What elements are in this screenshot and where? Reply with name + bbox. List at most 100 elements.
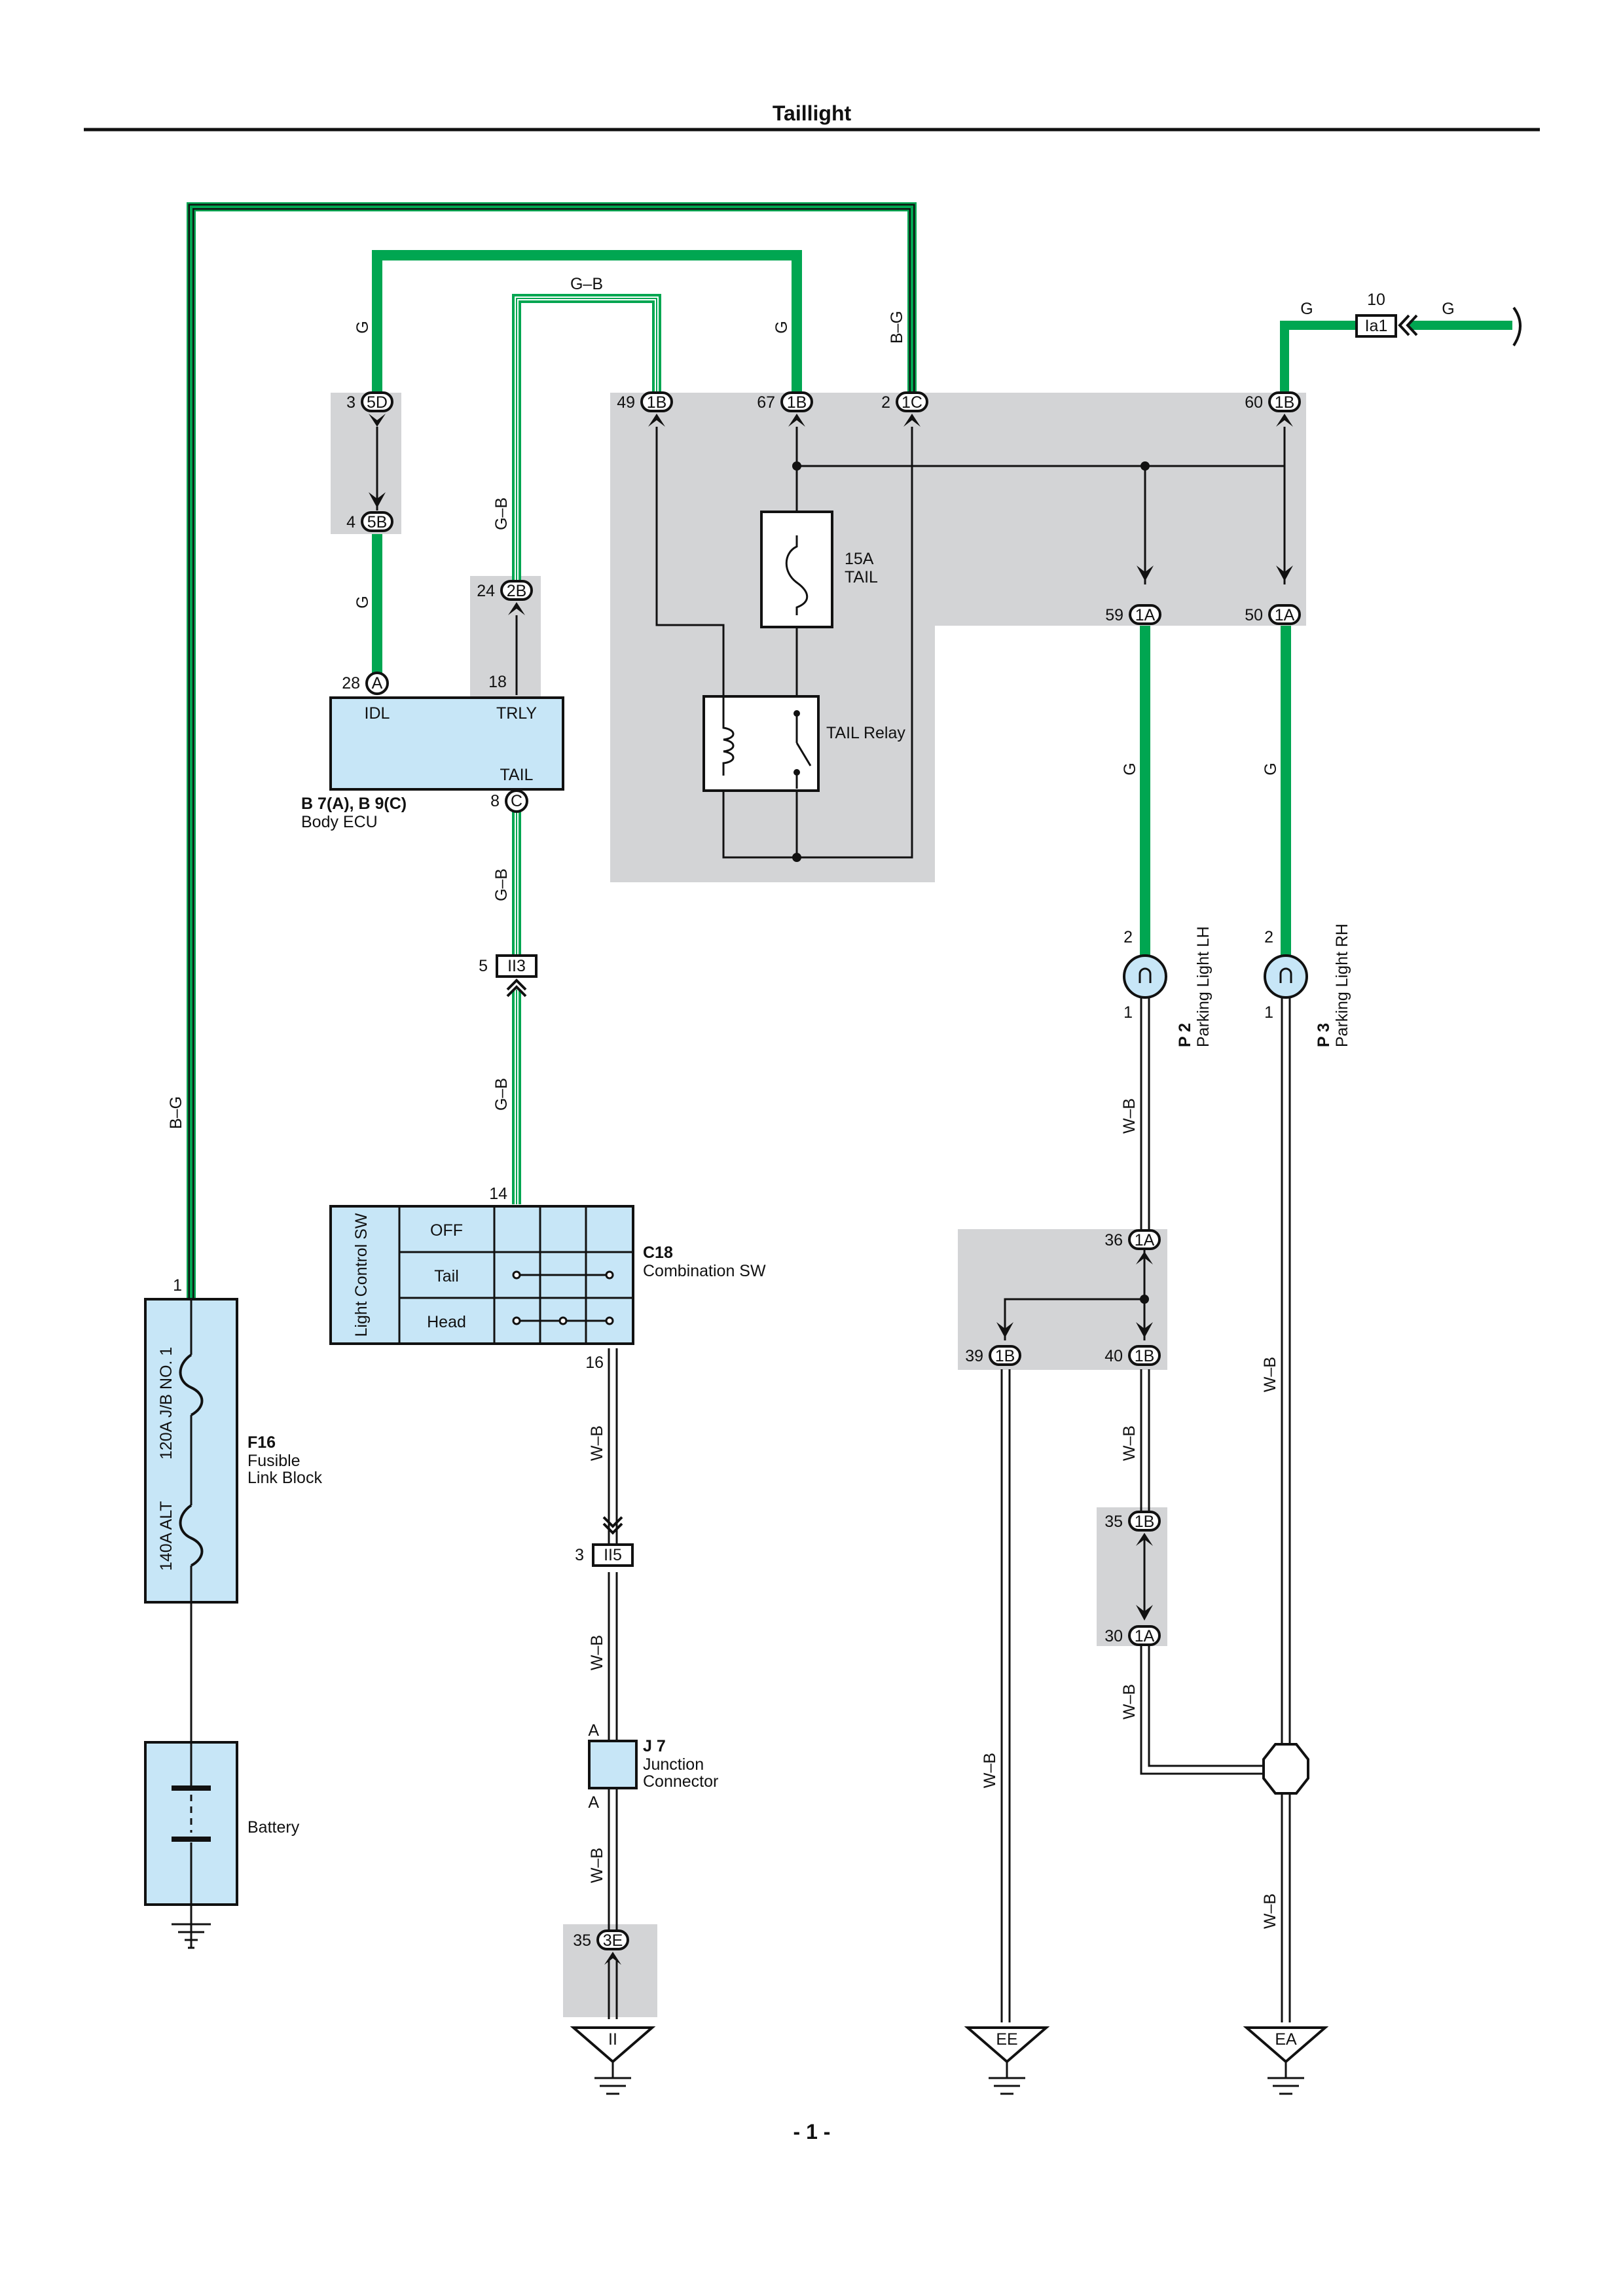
svg-text:G: G (1121, 762, 1139, 775)
svg-text:2: 2 (1264, 928, 1273, 946)
tail-relay: TAIL Relay (702, 695, 905, 792)
svg-text:8: 8 (490, 792, 500, 810)
wire-g-top (372, 250, 802, 411)
connector-2-1c: 1C 2 (881, 391, 928, 427)
parking-light-rh: 2 1 P 3 Parking Light RH (1264, 924, 1351, 1047)
svg-text:1: 1 (1264, 1003, 1273, 1022)
connector-35-1b: 1B 35 (1104, 1511, 1161, 1546)
connector-36-1a: 1A 36 (1104, 1229, 1161, 1265)
svg-text:II3: II3 (507, 957, 526, 975)
svg-text:G: G (354, 321, 372, 333)
svg-text:2: 2 (881, 393, 890, 412)
svg-text:Light Control SW: Light Control SW (352, 1213, 371, 1336)
svg-text:W–B: W–B (1120, 1426, 1139, 1461)
svg-text:P 2: P 2 (1176, 1023, 1194, 1047)
svg-text:C: C (511, 792, 522, 810)
svg-text:35: 35 (1104, 1513, 1123, 1531)
svg-text:120A J/B NO. 1: 120A J/B NO. 1 (157, 1347, 175, 1460)
svg-text:W–B: W–B (981, 1753, 999, 1788)
svg-text:G–B: G–B (492, 869, 511, 901)
ground-ee: EE (964, 2026, 1050, 2095)
svg-text:EE: EE (996, 2030, 1017, 2049)
svg-text:4: 4 (346, 513, 356, 531)
junction-dots (792, 461, 1150, 1304)
svg-text:G–B: G–B (492, 497, 511, 530)
parking-light-lh: 2 1 P 2 Parking Light LH (1123, 926, 1213, 1047)
page-number: - 1 - (793, 2120, 831, 2144)
connector-ii3: II3 5 (479, 954, 538, 997)
junction-connector-name-1: Junction (643, 1755, 704, 1774)
svg-text:59: 59 (1105, 606, 1123, 624)
wire-g-ia1 (1280, 321, 1357, 411)
svg-text:TAIL: TAIL (500, 766, 534, 784)
svg-text:1C: 1C (902, 393, 922, 412)
junction-connector-j7: A A J 7 Junction Connector (588, 1721, 718, 1812)
svg-text:Parking Light LH: Parking Light LH (1194, 926, 1213, 1047)
wire-b-g (187, 202, 917, 1299)
svg-text:G: G (1442, 300, 1454, 318)
svg-text:140A ALT: 140A ALT (157, 1501, 175, 1571)
svg-text:B–G: B–G (888, 311, 906, 344)
tail-fuse: 15A TAIL (760, 511, 878, 628)
svg-text:35: 35 (573, 1931, 591, 1950)
svg-text:1B: 1B (1275, 393, 1295, 412)
svg-text:5: 5 (479, 957, 488, 975)
svg-text:3: 3 (575, 1546, 584, 1564)
svg-text:II5: II5 (604, 1546, 622, 1564)
svg-text:W–B: W–B (588, 1635, 606, 1670)
svg-text:OFF: OFF (430, 1221, 463, 1240)
svg-text:W–B: W–B (1261, 1357, 1279, 1392)
connector-ii5: II5 3 (575, 1516, 634, 1567)
wire-g-b-top (512, 294, 661, 590)
svg-text:Tail: Tail (434, 1267, 459, 1285)
ground-splice (1262, 1743, 1309, 1795)
svg-text:15A: 15A (845, 550, 874, 568)
svg-text:3: 3 (346, 393, 356, 412)
connector-60-1b: 1B 60 (1245, 391, 1301, 427)
connector-2b: 2B 24 (477, 580, 533, 615)
svg-text:G: G (1262, 762, 1280, 775)
wire-w-b (608, 998, 1291, 2022)
svg-text:3E: 3E (603, 1931, 623, 1950)
svg-text:40: 40 (1104, 1347, 1123, 1365)
svg-text:60: 60 (1245, 393, 1263, 412)
svg-text:TAIL: TAIL (845, 568, 878, 586)
svg-text:Combination SW: Combination SW (643, 1262, 766, 1280)
connector-ia1: Ia1 10 (1355, 291, 1418, 338)
svg-text:Parking Light RH: Parking Light RH (1333, 924, 1351, 1047)
svg-text:39: 39 (965, 1347, 983, 1365)
svg-text:2: 2 (1123, 928, 1133, 946)
svg-text:1A: 1A (1135, 606, 1156, 624)
connector-40-1b: 1B 40 (1104, 1322, 1161, 1366)
connector-50-1a: 1A 50 (1245, 565, 1301, 625)
connector-67-1b: 1B 67 (757, 391, 813, 427)
connector-5d: 5D 3 (346, 391, 393, 427)
svg-text:G–B: G–B (492, 1078, 511, 1111)
svg-text:W–B: W–B (588, 1426, 606, 1461)
wire-labels: G G G B–G B–G G–B G–B G–B G–B G G G G W–… (167, 275, 1455, 1929)
svg-text:16: 16 (585, 1354, 604, 1372)
svg-text:1A: 1A (1135, 1231, 1155, 1249)
combination-switch: Light Control SW OFF Tail Head 14 16 C18… (329, 1185, 766, 1372)
fusible-link-block: 1 120A J/B NO. 1 140A ALT F16 Fusible Li… (144, 1276, 322, 1604)
svg-text:1B: 1B (1135, 1347, 1155, 1365)
svg-text:W–B: W–B (1120, 1098, 1139, 1134)
svg-text:5B: 5B (367, 513, 388, 531)
connector-49-1b: 1B 49 (617, 391, 673, 427)
svg-text:2B: 2B (507, 582, 527, 600)
ground-ii: II (570, 2026, 656, 2095)
svg-text:1A: 1A (1275, 606, 1295, 624)
fusible-link-name-2: Link Block (247, 1469, 322, 1487)
svg-text:24: 24 (477, 582, 495, 600)
svg-text:1B: 1B (647, 393, 667, 412)
svg-text:10: 10 (1367, 291, 1385, 309)
svg-text:49: 49 (617, 393, 635, 412)
svg-text:A: A (372, 674, 383, 692)
svg-text:G: G (1300, 300, 1313, 318)
connector-5b: 5B 4 (346, 492, 393, 532)
connector-59-1a: 1A 59 (1105, 565, 1161, 625)
svg-text:II: II (608, 2030, 617, 2049)
svg-text:1A: 1A (1135, 1627, 1155, 1645)
wire-continuation-mark (1512, 306, 1522, 347)
